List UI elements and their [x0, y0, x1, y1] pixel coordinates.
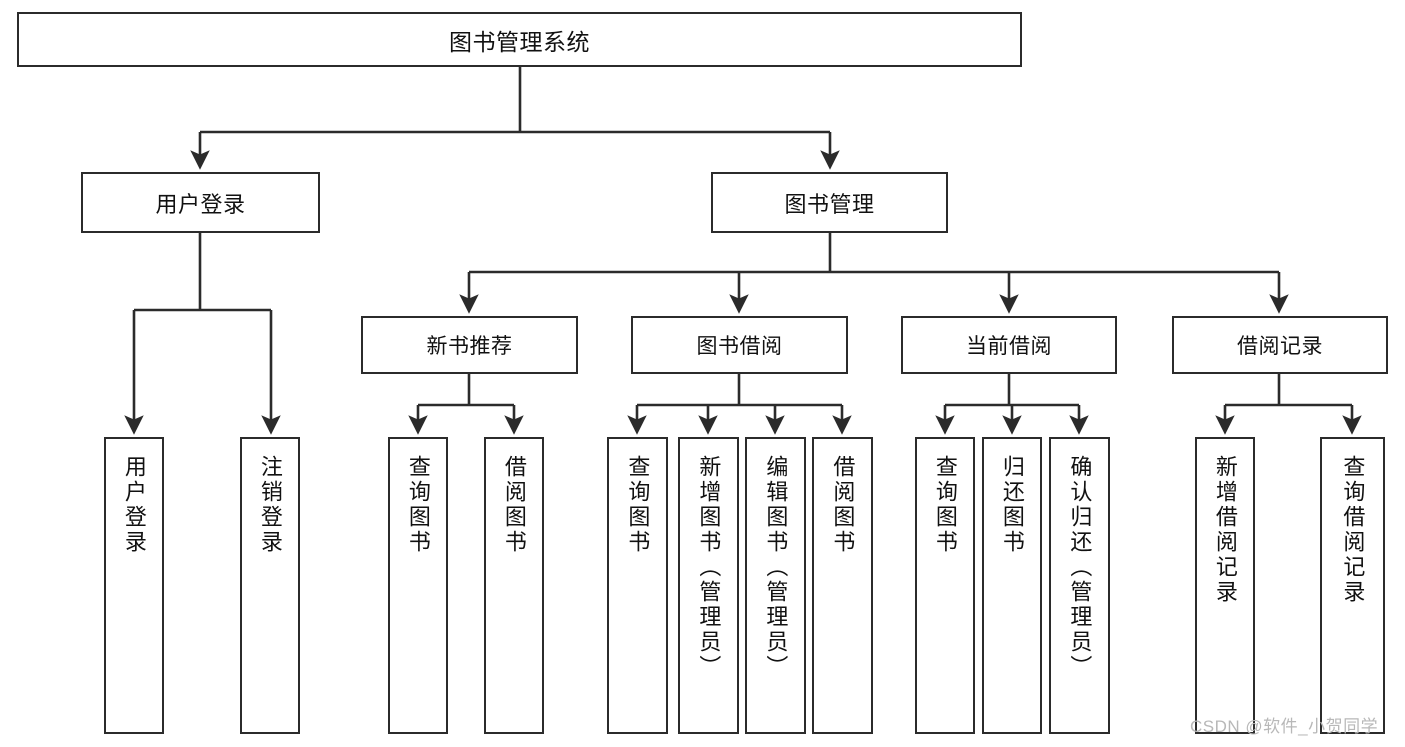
node-book-management-label: 图书管理 [784, 191, 875, 217]
node-borrow-record[interactable]: 借阅记录 [1172, 316, 1388, 374]
node-leaf-query-book-1[interactable]: 查询图书 [388, 437, 448, 734]
node-leaf-query-book-3[interactable]: 查询图书 [915, 437, 975, 734]
node-root[interactable]: 图书管理系统 [17, 12, 1022, 67]
node-book-management[interactable]: 图书管理 [711, 172, 948, 233]
node-current-borrow[interactable]: 当前借阅 [901, 316, 1117, 374]
node-new-book-recommend-label: 新书推荐 [426, 335, 513, 358]
node-leaf-query-book-2-label: 查询图书 [625, 455, 651, 555]
node-book-borrow-label: 图书借阅 [696, 335, 783, 358]
node-leaf-confirm-return-admin-label: 确认归还（管理员） [1067, 455, 1093, 680]
node-root-label: 图书管理系统 [449, 28, 590, 55]
node-leaf-add-borrow-record[interactable]: 新增借阅记录 [1195, 437, 1255, 734]
node-leaf-query-book-3-label: 查询图书 [932, 455, 958, 555]
node-leaf-confirm-return-admin[interactable]: 确认归还（管理员） [1049, 437, 1110, 734]
node-book-borrow[interactable]: 图书借阅 [631, 316, 848, 374]
node-leaf-query-book-1-label: 查询图书 [405, 455, 431, 555]
node-leaf-logout-login-label: 注销登录 [257, 455, 283, 555]
node-leaf-return-book-label: 归还图书 [999, 455, 1025, 555]
node-user-login[interactable]: 用户登录 [81, 172, 320, 233]
node-leaf-add-book-admin-label: 新增图书（管理员） [696, 455, 722, 680]
node-leaf-query-borrow-record-label: 查询借阅记录 [1340, 455, 1366, 605]
node-leaf-edit-book-admin[interactable]: 编辑图书（管理员） [745, 437, 806, 734]
node-leaf-return-book[interactable]: 归还图书 [982, 437, 1042, 734]
node-leaf-borrow-book-2[interactable]: 借阅图书 [812, 437, 873, 734]
node-borrow-record-label: 借阅记录 [1237, 335, 1323, 358]
node-user-login-label: 用户登录 [155, 191, 246, 217]
node-leaf-user-login-label: 用户登录 [121, 455, 147, 555]
node-current-borrow-label: 当前借阅 [966, 335, 1052, 358]
node-leaf-add-borrow-record-label: 新增借阅记录 [1212, 455, 1238, 605]
node-leaf-user-login[interactable]: 用户登录 [104, 437, 164, 734]
node-leaf-query-book-2[interactable]: 查询图书 [607, 437, 668, 734]
node-new-book-recommend[interactable]: 新书推荐 [361, 316, 578, 374]
node-leaf-query-borrow-record[interactable]: 查询借阅记录 [1320, 437, 1385, 734]
node-leaf-borrow-book-1-label: 借阅图书 [501, 455, 527, 555]
node-leaf-borrow-book-1[interactable]: 借阅图书 [484, 437, 544, 734]
node-leaf-edit-book-admin-label: 编辑图书（管理员） [763, 455, 789, 680]
node-leaf-add-book-admin[interactable]: 新增图书（管理员） [678, 437, 739, 734]
node-leaf-logout-login[interactable]: 注销登录 [240, 437, 300, 734]
watermark-text: CSDN @软件_小贺同学 [1190, 717, 1379, 736]
node-leaf-borrow-book-2-label: 借阅图书 [830, 455, 856, 555]
